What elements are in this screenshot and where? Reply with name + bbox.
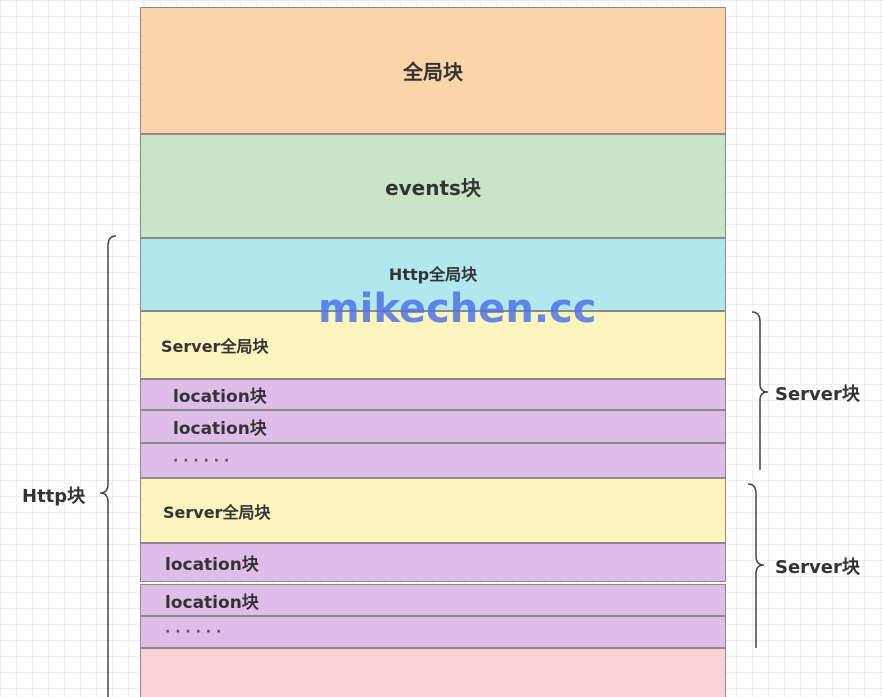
server2-block-label: Server块 [775,557,860,578]
server2-brace [747,483,765,648]
server1-brace [751,311,769,470]
server1-location-block-1: location块 [140,379,726,410]
http-brace [99,235,117,697]
watermark-text: mikechen.cc [318,286,597,332]
server2-global-block: Server全局块 [140,478,726,543]
http-global-block-label: Http全局块 [388,265,478,284]
server2-global-block-label: Server全局块 [163,502,271,522]
global-block: 全局块 [140,7,726,134]
global-block-label: 全局块 [403,60,463,84]
http-tail-block [140,648,726,697]
server2-more-dots: · · · · · · [165,624,222,640]
server2-location-block-1-label: location块 [165,555,259,575]
http-block-label: Http块 [22,486,86,507]
server1-global-block-label: Server全局块 [161,337,269,356]
server2-location-block-1: location块 [140,543,726,582]
server1-block-label: Server块 [775,384,860,405]
http-global-block: Http全局块 [140,238,726,311]
server2-location-block-2: location块 [140,584,726,616]
server1-location-block-2-label: location块 [173,419,267,439]
server1-location-block-1-label: location块 [173,387,267,407]
events-block-label: events块 [385,175,481,200]
events-block: events块 [140,134,726,238]
server2-more-block: · · · · · · [140,616,726,648]
server1-more-block: · · · · · · [140,443,726,478]
server1-location-block-2: location块 [140,410,726,443]
server1-more-dots: · · · · · · [173,452,230,469]
server1-global-block: Server全局块 [140,311,726,379]
server2-location-block-2-label: location块 [165,592,259,613]
